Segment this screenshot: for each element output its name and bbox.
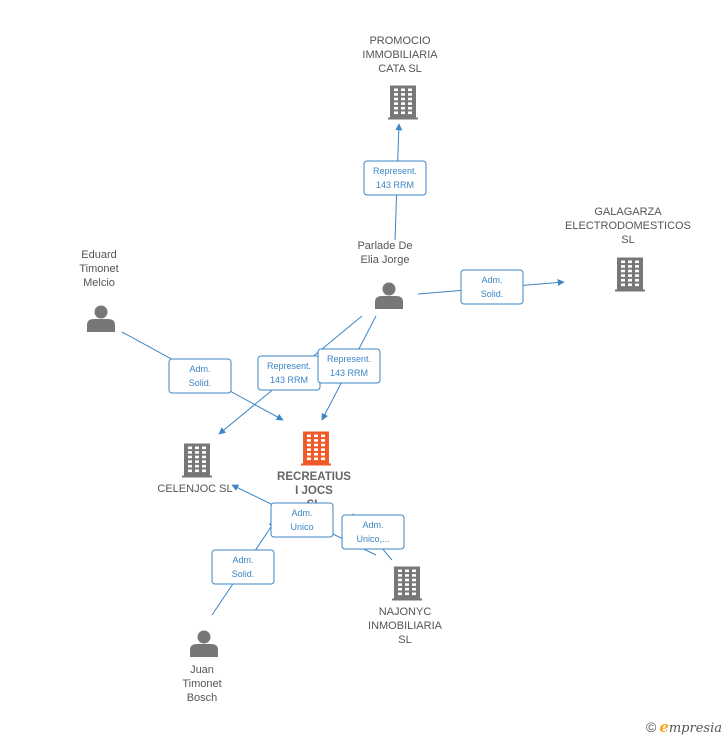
copyright-symbol: © <box>645 719 657 735</box>
edge-label-box <box>211 549 275 585</box>
node-najonyc[interactable]: NAJONYC INMOBILIARIA SL <box>368 566 443 647</box>
edge-label-parlade-celenjoc[interactable]: Represent. 143 RRM <box>257 355 321 391</box>
person-icon[interactable] <box>375 282 403 310</box>
edge-label-parlade-recreatius[interactable]: Represent. 143 RRM <box>317 348 381 384</box>
person-icon[interactable] <box>87 305 115 333</box>
node-label-parlade: Elia Jorge <box>361 254 410 266</box>
node-label-najonyc: SL <box>398 634 411 646</box>
edge-label-text: Unico,... <box>356 534 389 544</box>
footer-brand[interactable]: ©empresia <box>646 718 722 736</box>
brand-logo-e: e <box>659 718 669 736</box>
edge-label-najonyc-celenjoc[interactable]: Adm. Unico <box>270 502 334 538</box>
node-label-eduard: Eduard <box>81 249 116 261</box>
edge-label-text: Unico <box>290 522 313 532</box>
edge-label-text: Solid. <box>481 289 504 299</box>
edge-label-box <box>363 160 427 196</box>
edge-label-text: 143 RRM <box>270 375 308 385</box>
node-celenjoc[interactable]: CELENJOC SL <box>157 443 233 496</box>
edge-label-text: Represent. <box>267 361 311 371</box>
building-icon[interactable] <box>615 257 645 292</box>
building-icon[interactable] <box>392 566 422 601</box>
edge-label-text: Adm. <box>232 555 253 565</box>
edge-label-text: 143 RRM <box>376 180 414 190</box>
node-label-galagarza: SL <box>621 234 634 246</box>
edge-label-text: Adm. <box>189 364 210 374</box>
edge-label-parlade-promocio[interactable]: Represent. 143 RRM <box>363 160 427 196</box>
edge-label-najonyc-recreatius[interactable]: Adm. Unico,... <box>341 514 405 550</box>
edge-label-box <box>168 358 232 394</box>
node-label-galagarza: GALAGARZA <box>594 206 662 218</box>
edge-label-text: Solid. <box>189 378 212 388</box>
edge-label-text: Adm. <box>291 508 312 518</box>
node-label-juan: Bosch <box>187 692 218 704</box>
edge-label-juan-recreatius[interactable]: Adm. Solid. <box>211 549 275 585</box>
edge-label-text: Solid. <box>232 569 255 579</box>
edge-label-text: Represent. <box>327 354 371 364</box>
node-label-najonyc: NAJONYC <box>379 606 432 618</box>
node-label-recreatius: I JOCS <box>295 485 333 497</box>
node-label-recreatius: RECREATIUS <box>277 471 351 483</box>
edge-label-eduard-recreatius[interactable]: Adm. Solid. <box>168 358 232 394</box>
node-label-eduard: Timonet <box>79 263 118 275</box>
person-icon[interactable] <box>190 630 218 658</box>
brand-logo-text: mpresia <box>668 721 722 736</box>
edge-label-box <box>270 502 334 538</box>
node-label-najonyc: INMOBILIARIA <box>368 620 443 632</box>
node-parlade[interactable]: Parlade De Elia Jorge <box>357 240 413 310</box>
edge-label-box <box>460 269 524 305</box>
building-icon[interactable] <box>388 85 418 120</box>
edge-label-box <box>341 514 405 550</box>
node-label-juan: Timonet <box>182 678 221 690</box>
node-label-celenjoc: CELENJOC SL <box>157 483 232 495</box>
node-promocio[interactable]: PROMOCIO IMMOBILIARIA CATA SL <box>362 35 438 120</box>
node-label-promocio: CATA SL <box>378 63 422 75</box>
edge-label-box <box>317 348 381 384</box>
node-label-promocio: PROMOCIO <box>369 35 431 47</box>
node-label-galagarza: ELECTRODOMESTICOS <box>565 220 691 232</box>
edge-label-text: Adm. <box>362 520 383 530</box>
building-icon-focus[interactable] <box>301 431 331 466</box>
edge-label-text: Represent. <box>373 166 417 176</box>
node-label-eduard: Melcio <box>83 277 115 289</box>
edge-label-parlade-galagarza[interactable]: Adm. Solid. <box>460 269 524 305</box>
node-galagarza[interactable]: GALAGARZA ELECTRODOMESTICOS SL <box>565 206 691 292</box>
node-label-juan: Juan <box>190 664 214 676</box>
node-label-parlade: Parlade De <box>357 240 412 252</box>
node-label-promocio: IMMOBILIARIA <box>362 49 438 61</box>
edge-label-text: 143 RRM <box>330 368 368 378</box>
building-icon[interactable] <box>182 443 212 478</box>
edge-label-text: Adm. <box>481 275 502 285</box>
